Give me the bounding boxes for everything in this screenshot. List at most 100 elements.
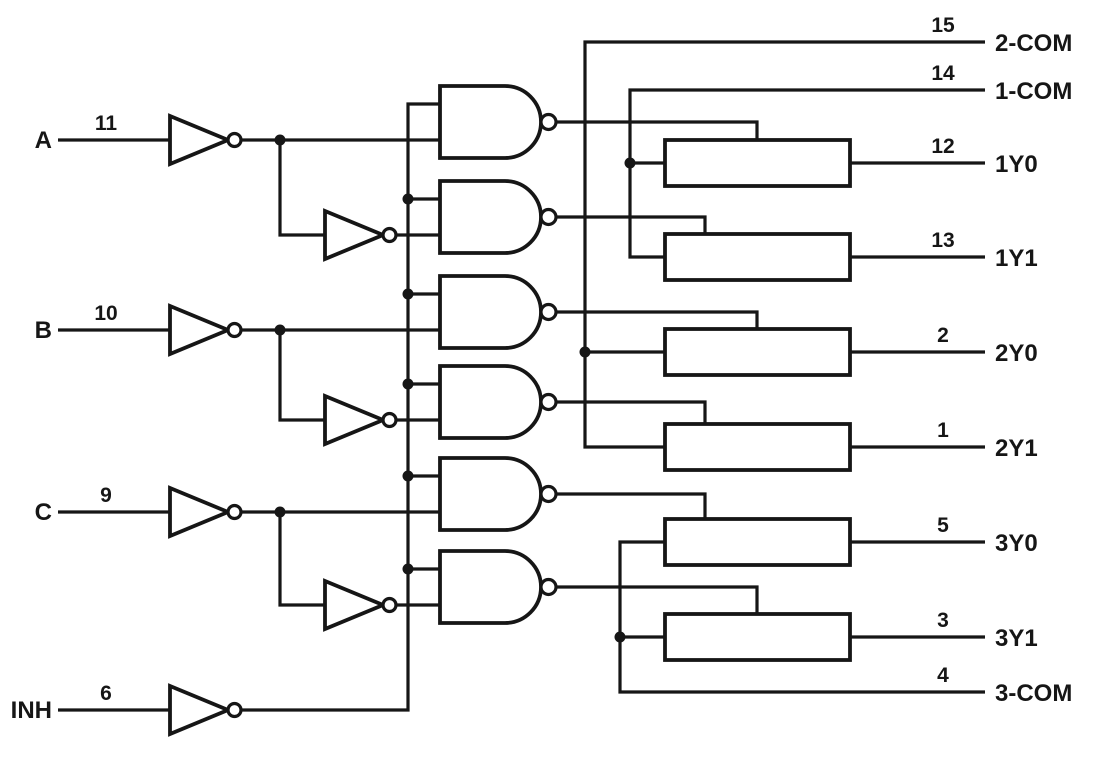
wires bbox=[58, 40, 985, 712]
nand-gate-2 bbox=[438, 179, 558, 255]
transmission-gate-1y0 bbox=[663, 138, 852, 188]
output-3com-pin: 4 bbox=[937, 664, 949, 687]
nand-gate-3-bubble bbox=[539, 302, 558, 322]
inverter-a bbox=[168, 113, 243, 167]
nand-gate-6-body bbox=[438, 549, 543, 625]
wire-nand1-to-tgate-1y0 bbox=[556, 120, 759, 140]
output-3y0-pin: 5 bbox=[937, 514, 949, 537]
input-b-label: B bbox=[35, 317, 52, 344]
inverter-inh-triangle bbox=[168, 683, 233, 737]
inverter-c-triangle bbox=[168, 485, 233, 539]
input-inh-pin: 6 bbox=[100, 682, 112, 705]
inverter-c2-triangle bbox=[323, 578, 388, 632]
nand-gate-1 bbox=[438, 84, 558, 160]
input-labels: A 11 B 10 C 9 INH 6 bbox=[11, 112, 118, 724]
output-2y0-label: 2Y0 bbox=[995, 340, 1038, 367]
inverter-a2-triangle bbox=[323, 208, 388, 262]
wire-a-branch-to-inv2 bbox=[278, 140, 325, 237]
inverter-b-triangle bbox=[168, 303, 233, 357]
dot-1com-1y0 bbox=[624, 157, 636, 169]
output-1y1-pin: 13 bbox=[931, 229, 954, 252]
input-a-pin: 11 bbox=[95, 112, 118, 135]
inverter-inh bbox=[168, 683, 243, 737]
dot-inh-tap-nand3 bbox=[402, 288, 414, 300]
inverter-a-triangle bbox=[168, 113, 233, 167]
dot-inh-tap-nand2 bbox=[402, 193, 414, 205]
nand-gate-3-body bbox=[438, 274, 543, 350]
dot-b-branch bbox=[274, 324, 286, 336]
output-3y1-pin: 3 bbox=[937, 609, 949, 632]
wire-nand5-to-tgate-3y0 bbox=[556, 492, 707, 519]
inverter-a-bubble bbox=[226, 131, 243, 149]
transmission-gate-2y0 bbox=[663, 327, 852, 377]
inverter-b2 bbox=[323, 393, 398, 447]
nand-gate-1-body bbox=[438, 84, 543, 160]
output-2com-pin: 15 bbox=[931, 14, 955, 37]
inverter-b2-bubble bbox=[381, 411, 398, 429]
nand-gate-2-bubble bbox=[539, 207, 558, 227]
dot-a-branch bbox=[274, 134, 286, 146]
inverter-c2 bbox=[323, 578, 398, 632]
dot-3com-3y1 bbox=[614, 631, 626, 643]
dot-inh-tap-nand5 bbox=[402, 470, 414, 482]
output-2y0-pin: 2 bbox=[937, 324, 949, 347]
input-b-pin: 10 bbox=[94, 302, 117, 325]
input-c-pin: 9 bbox=[100, 484, 112, 507]
output-2y1-pin: 1 bbox=[937, 419, 949, 442]
output-3y0-label: 3Y0 bbox=[995, 530, 1038, 557]
dot-inh-tap-nand6 bbox=[402, 563, 414, 575]
transmission-gate-3y0 bbox=[663, 517, 852, 567]
wire-nand3-to-tgate-2y0 bbox=[556, 310, 759, 329]
output-1y0-label: 1Y0 bbox=[995, 151, 1038, 178]
output-2com-label: 2-COM bbox=[995, 30, 1072, 57]
inverter-b bbox=[168, 303, 243, 357]
output-3com-label: 3-COM bbox=[995, 680, 1072, 707]
inverter-b-bubble bbox=[226, 321, 243, 339]
inverter-inh-bubble bbox=[226, 701, 243, 719]
output-1com-pin: 14 bbox=[931, 62, 955, 85]
inverter-c2-bubble bbox=[381, 596, 398, 614]
wire-inh-trunk bbox=[241, 102, 440, 712]
wire-3com-net bbox=[618, 540, 985, 694]
output-1y1-label: 1Y1 bbox=[995, 245, 1038, 272]
transmission-gate-2y1 bbox=[663, 422, 852, 472]
nand-gate-3 bbox=[438, 274, 558, 350]
nand-gate-4-bubble bbox=[539, 392, 558, 412]
dot-2com-2y0 bbox=[579, 346, 591, 358]
inverter-c bbox=[168, 485, 243, 539]
nand-gate-4-body bbox=[438, 364, 543, 440]
nand-gate-5 bbox=[438, 456, 558, 532]
inverter-c-bubble bbox=[226, 503, 243, 521]
wire-nand4-to-tgate-2y1 bbox=[556, 400, 707, 424]
output-1com-label: 1-COM bbox=[995, 78, 1072, 105]
input-c-label: C bbox=[35, 499, 52, 526]
nand-gate-1-bubble bbox=[539, 112, 558, 132]
wire-nand2-to-tgate-1y1 bbox=[556, 215, 707, 234]
nand-gate-5-bubble bbox=[539, 484, 558, 504]
inverter-a2-bubble bbox=[381, 226, 398, 244]
inverter-a2 bbox=[323, 208, 398, 262]
wire-c-branch-to-inv2 bbox=[278, 512, 325, 607]
nand-gate-5-body bbox=[438, 456, 543, 532]
inverter-b2-triangle bbox=[323, 393, 388, 447]
junction-dots bbox=[274, 134, 636, 643]
output-3y1-label: 3Y1 bbox=[995, 625, 1038, 652]
input-a-label: A bbox=[35, 127, 52, 154]
transmission-gate-3y1 bbox=[663, 612, 852, 662]
wire-2com-net bbox=[583, 40, 985, 449]
input-inh-label: INH bbox=[11, 697, 52, 724]
nand-gate-6-bubble bbox=[539, 577, 558, 597]
wire-b-branch-to-inv2 bbox=[278, 330, 325, 422]
nand-gate-6 bbox=[438, 549, 558, 625]
nand-gate-2-body bbox=[438, 179, 543, 255]
dot-c-branch bbox=[274, 506, 286, 518]
wire-1com-net bbox=[628, 88, 985, 259]
nand-gate-4 bbox=[438, 364, 558, 440]
output-1y0-pin: 12 bbox=[931, 135, 954, 158]
output-labels: 15 2-COM 14 1-COM 12 1Y0 13 1Y1 2 2Y0 1 … bbox=[931, 14, 1072, 707]
transmission-gate-1y1 bbox=[663, 232, 852, 282]
output-2y1-label: 2Y1 bbox=[995, 435, 1038, 462]
wire-nand6-to-tgate-3y1 bbox=[556, 585, 759, 614]
